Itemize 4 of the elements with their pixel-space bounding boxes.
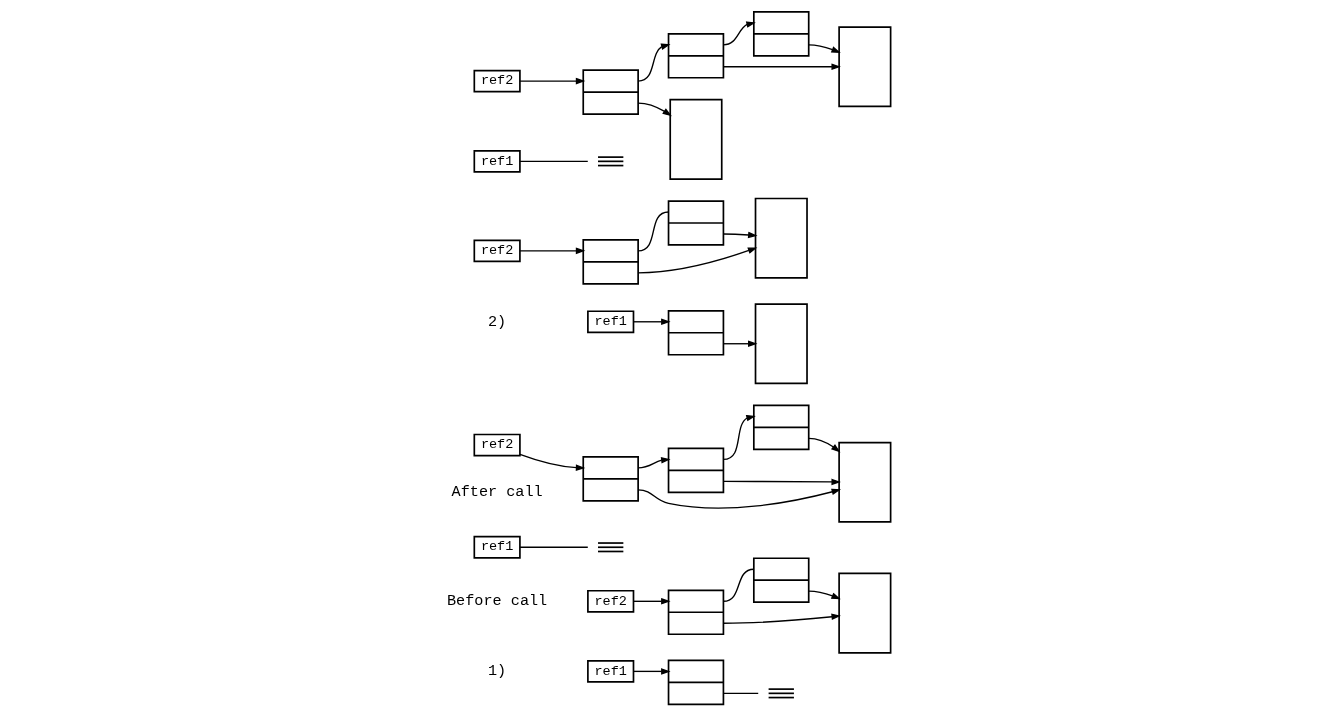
label: 2) xyxy=(487,312,506,331)
label: Before call xyxy=(446,592,547,611)
label: 1) xyxy=(487,662,506,681)
label: After call xyxy=(451,483,543,502)
